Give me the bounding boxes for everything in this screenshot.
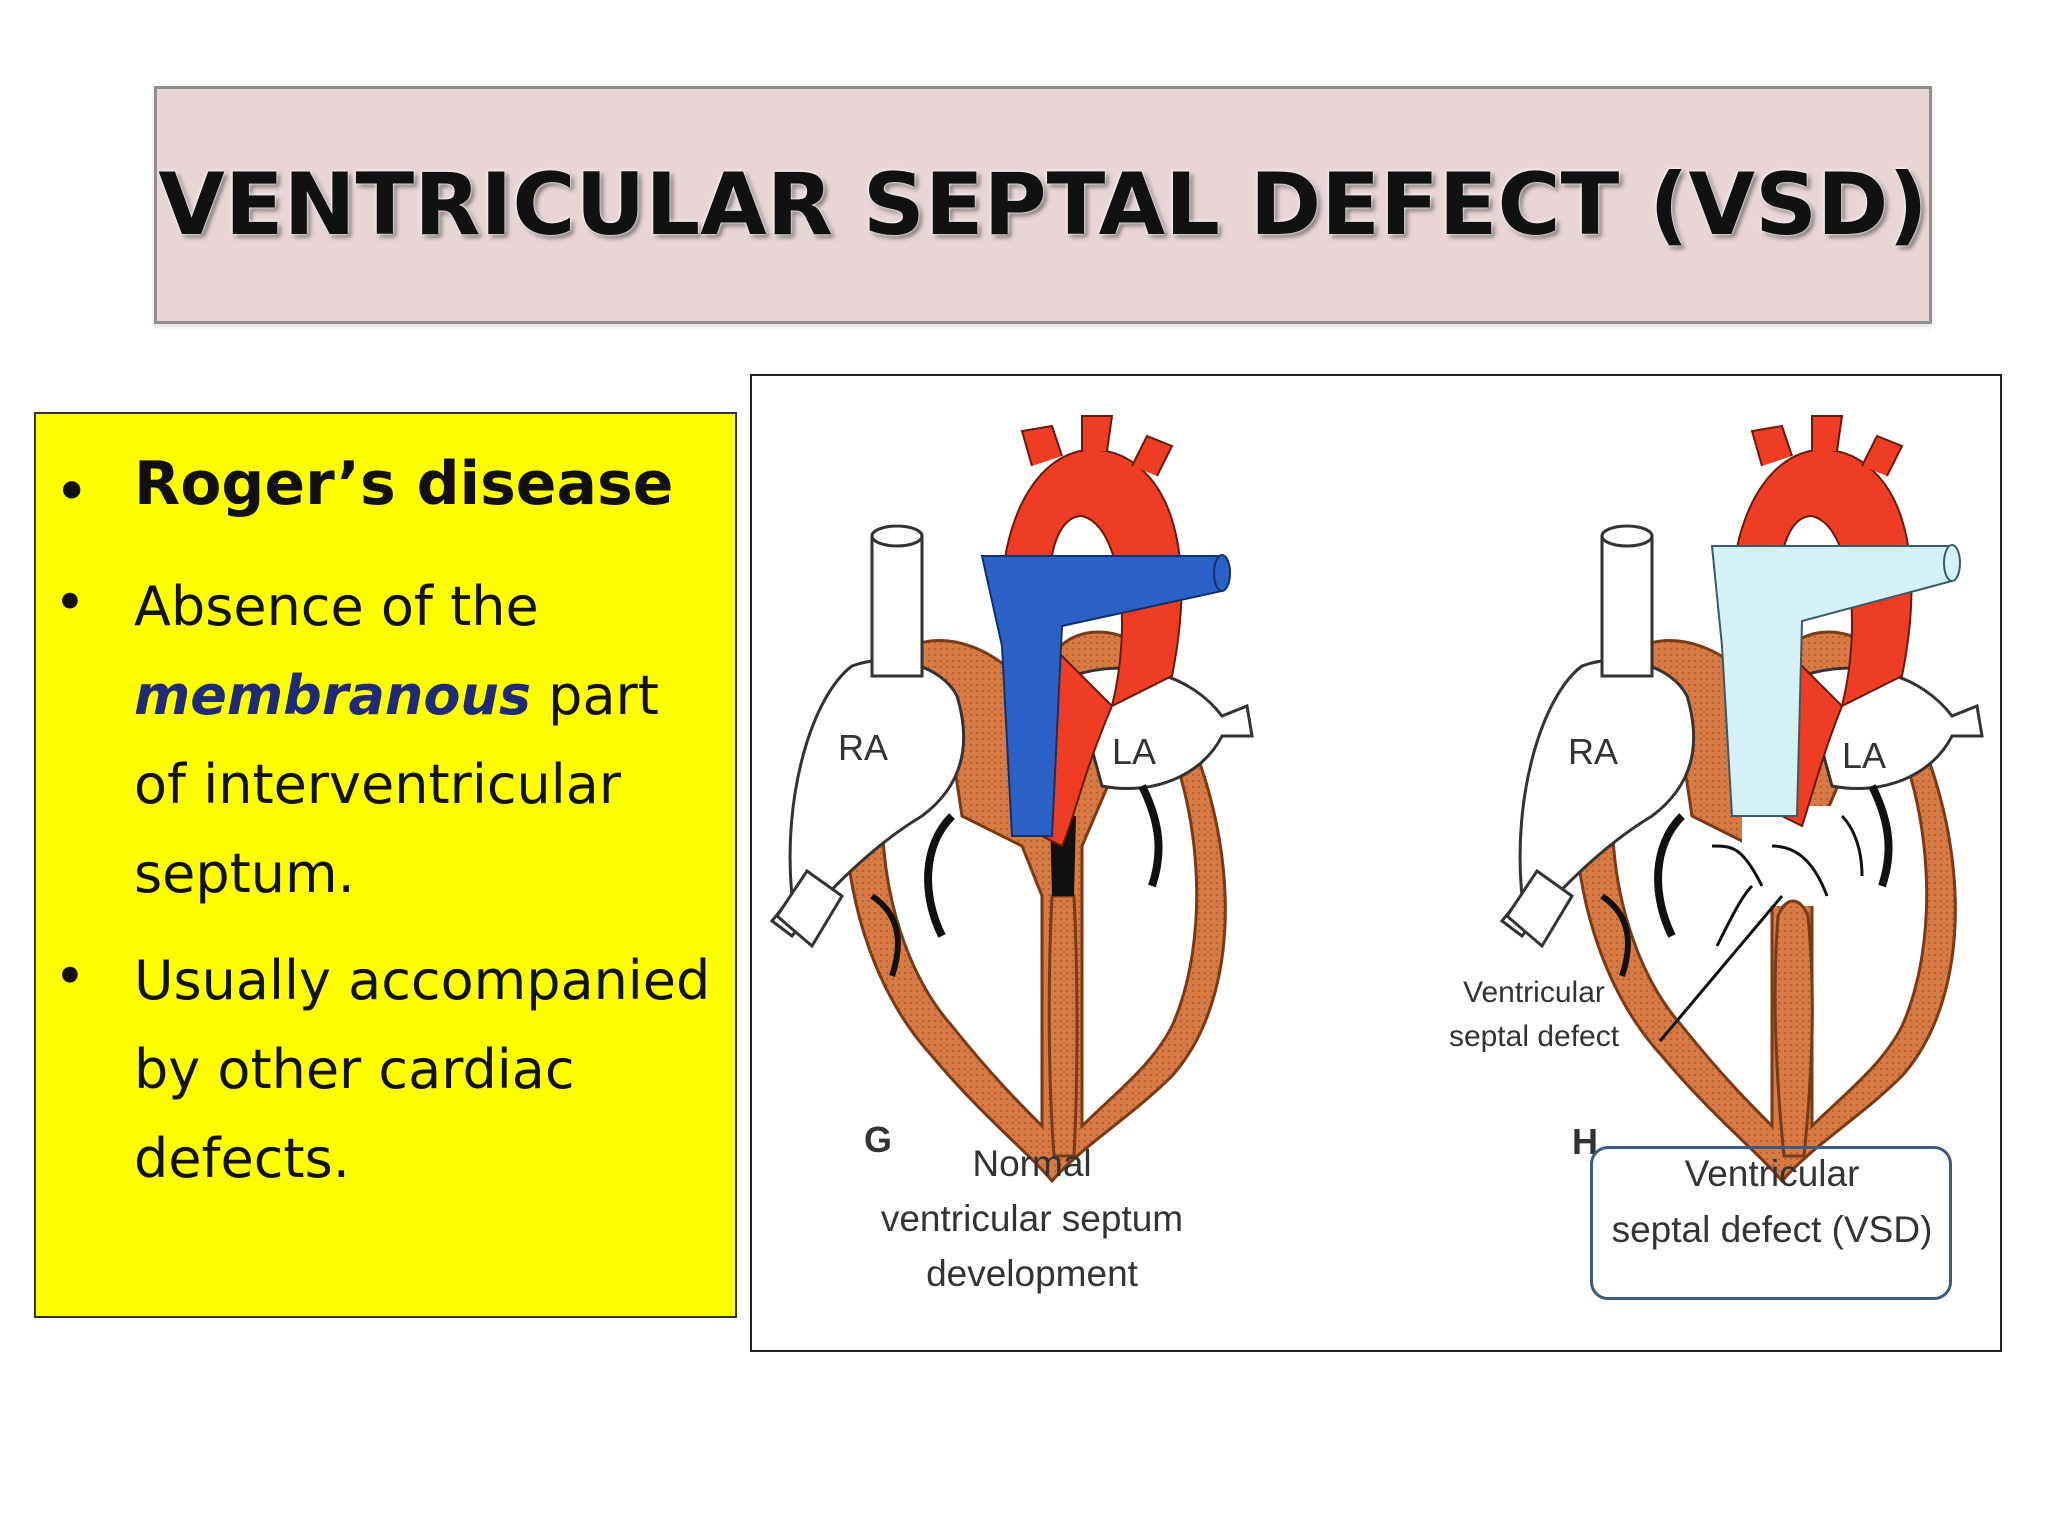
- inferior-vena-cava: [1505, 868, 1574, 949]
- superior-vena-cava: [870, 534, 924, 678]
- bullet-dot-icon: •: [54, 945, 86, 1008]
- label-ra: RA: [838, 727, 888, 768]
- shunt-flow-arrow: [1771, 844, 1829, 897]
- defect-label-line-1: Ventricular: [1463, 976, 1605, 1009]
- caption-line-3: development: [926, 1253, 1139, 1294]
- aortic-branches: [1020, 415, 1174, 477]
- caption-line-1: Ventricular: [1685, 1153, 1860, 1194]
- aortic-branches: [1750, 415, 1904, 477]
- vsd-heart-diagram: RA LA Ventricular septal defect H Ventri…: [1449, 415, 1984, 1250]
- defect-label-line-2: septal defect: [1449, 1020, 1620, 1053]
- shunt-flow-arrow: [1711, 844, 1764, 887]
- label-la: LA: [1842, 735, 1886, 776]
- bullet-text: Absence of the membranous part of interv…: [134, 562, 723, 918]
- bullet-text-part: part of interventricular septum.: [134, 664, 659, 905]
- right-atrium: [1499, 658, 1695, 939]
- bullet-text: Usually accompanied by other cardiac def…: [134, 949, 711, 1190]
- bullet-panel: • Roger’s disease • Absence of the membr…: [34, 412, 737, 1318]
- shunt-flow-arrow: [1840, 814, 1864, 877]
- valve-leaflet: [870, 893, 901, 977]
- right-atrium: [769, 658, 965, 939]
- panel-letter: G: [864, 1119, 892, 1160]
- interventricular-septum: [1773, 899, 1814, 1158]
- inferior-vena-cava: [775, 868, 844, 949]
- pulmonary-opening: [1943, 544, 1961, 582]
- defect-pointer-line: [1658, 895, 1784, 1042]
- svc-opening: [1600, 524, 1654, 548]
- valve-leaflet: [1600, 893, 1631, 977]
- svc-opening: [870, 524, 924, 548]
- normal-heart-diagram: RA LA G Normal ventricular septum develo…: [769, 415, 1254, 1294]
- heart-diagram-figure: RA LA G Normal ventricular septum develo…: [750, 374, 2002, 1352]
- title-banner: VENTRICULAR SEPTAL DEFECT (VSD): [154, 86, 1932, 324]
- bullet-text-part: Absence of the: [134, 575, 539, 638]
- bullet-dot-icon: •: [54, 457, 90, 527]
- mitral-valve: [1138, 784, 1163, 888]
- tricuspid-valve: [1654, 813, 1685, 938]
- caption-line-2: septal defect (VSD): [1612, 1209, 1933, 1250]
- shunt-flow-arrow: [1715, 884, 1754, 947]
- mitral-valve: [1868, 784, 1893, 888]
- vsd-caption-callout: [1590, 1146, 1952, 1300]
- emphasis-membranous: membranous: [134, 664, 532, 727]
- heart-diagrams-svg: RA LA G Normal ventricular septum develo…: [769, 415, 1984, 1294]
- bullet-text: Roger’s disease: [134, 449, 674, 519]
- slide-title: VENTRICULAR SEPTAL DEFECT (VSD): [158, 155, 1928, 255]
- label-ra: RA: [1568, 731, 1618, 772]
- caption-line-2: ventricular septum: [881, 1198, 1183, 1239]
- bullet-dot-icon: •: [54, 571, 86, 634]
- tricuspid-valve: [924, 813, 955, 938]
- label-la: LA: [1112, 731, 1156, 772]
- superior-vena-cava: [1600, 534, 1654, 678]
- pulmonary-opening: [1213, 554, 1231, 592]
- caption-line-1: Normal: [972, 1143, 1091, 1184]
- interventricular-septum: [1047, 894, 1079, 1158]
